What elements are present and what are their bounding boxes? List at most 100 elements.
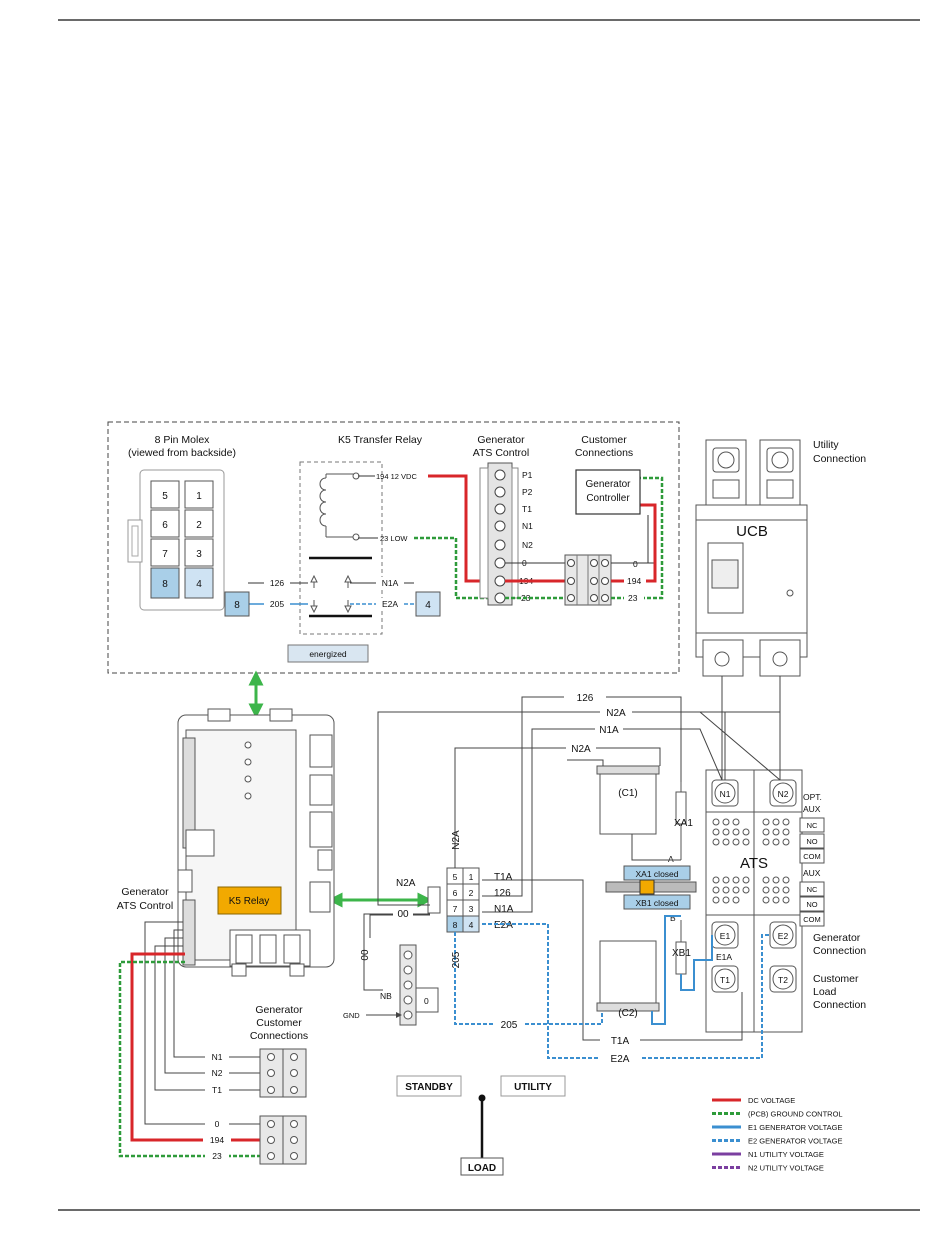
vdc-194-label: 194 12 VDC — [376, 472, 417, 481]
molex-pin-1: 1 — [196, 491, 202, 502]
term-t1: T1 — [522, 504, 532, 514]
xb1-label: XB1 — [672, 948, 691, 959]
aux-label-top: AUX — [803, 804, 821, 814]
interlock-center — [639, 879, 655, 895]
aux-no-top: NO — [806, 837, 817, 846]
pin8-box-label: 8 — [234, 600, 240, 611]
wire-205-label: 205 — [270, 599, 284, 609]
plug-pin-7: 7 — [453, 904, 458, 914]
legend-label: (PCB) GROUND CONTROL — [748, 1110, 843, 1119]
harness-n2a-top: N2A — [606, 708, 626, 719]
cust-conn-subtitle: Connections — [575, 447, 633, 459]
gen-ats-control-left-1: Generator — [121, 886, 169, 898]
cust-load-1: Customer — [813, 973, 859, 985]
plug-pin-5: 5 — [453, 872, 458, 882]
ats-label: ATS — [740, 855, 768, 872]
aux-label-bottom: AUX — [803, 868, 821, 878]
molex-subtitle: (viewed from backside) — [128, 447, 236, 459]
cust-wire-23: 23 — [628, 593, 638, 603]
relay-title: K5 Transfer Relay — [338, 434, 423, 446]
wire-n1a-label: N1A — [382, 578, 399, 588]
ats-t1-terminal: T1 — [720, 975, 730, 985]
utility-box — [500, 1075, 566, 1097]
legend-label: DC VOLTAGE — [748, 1096, 795, 1105]
molex-pin-4: 4 — [196, 579, 202, 590]
aux-nc-bottom: NC — [807, 885, 818, 894]
plug-pin-3: 3 — [469, 904, 474, 914]
utility-connection-label-1: Utility — [813, 439, 839, 451]
pin4-box — [415, 591, 441, 617]
ats-t2-terminal: T2 — [778, 975, 788, 985]
xa1-closed-box — [623, 865, 691, 881]
wire-126-label: 126 — [270, 578, 284, 588]
gc-term-n1: N1 — [212, 1052, 223, 1062]
gen-ats-subtitle: ATS Control — [473, 447, 529, 459]
harness-e2a-bottom: E2A — [611, 1054, 630, 1065]
cust-load-3: Connection — [813, 999, 866, 1011]
plug-pin-1: 1 — [469, 872, 474, 882]
harness-126: 126 — [577, 693, 594, 704]
c1-label: (C1) — [618, 788, 637, 799]
ats-terminal-dots — [712, 818, 790, 904]
term-n2: N2 — [522, 540, 533, 550]
cust-wire-194: 194 — [627, 576, 641, 586]
legend-label: N2 UTILITY VOLTAGE — [748, 1164, 824, 1173]
aux-no-bottom: NO — [806, 900, 817, 909]
xa1-closed-label: XA1 closed — [636, 869, 679, 879]
aux-nc-top: NC — [807, 821, 818, 830]
plug-pin-8: 8 — [453, 920, 458, 930]
molex-connector — [127, 469, 225, 611]
harness-t1a-bottom: T1A — [611, 1036, 630, 1047]
gen-cust-conn-3: Connections — [250, 1030, 308, 1042]
customer-terminal-block — [564, 554, 612, 606]
xb1-closed-label: XB1 closed — [636, 898, 679, 908]
legend-label: E2 GENERATOR VOLTAGE — [748, 1137, 842, 1146]
gc-term-0: 0 — [215, 1119, 220, 1129]
aux-com-top: COM — [803, 852, 821, 861]
load-label: LOAD — [468, 1163, 496, 1174]
harness-n2a-vertical: N2A — [451, 830, 462, 850]
gen-connection-2: Connection — [813, 945, 866, 957]
ucb-label: UCB — [736, 523, 768, 540]
gc-term-n2: N2 — [212, 1068, 223, 1078]
harness-205-bottom: 205 — [501, 1020, 518, 1031]
opt-label: OPT. — [803, 792, 822, 802]
molex-pin-8: 8 — [162, 579, 168, 590]
molex-pin-3: 3 — [196, 549, 202, 560]
term-p2: P2 — [522, 487, 533, 497]
relay-detail-frame — [107, 421, 680, 674]
e1a-label: E1A — [716, 952, 732, 962]
term-n1: N1 — [522, 521, 533, 531]
utility-connection-label-2: Connection — [813, 453, 866, 465]
harness-n2a-left: N2A — [396, 878, 416, 889]
c2-label: (C2) — [618, 1008, 637, 1019]
gc-term-23: 23 — [212, 1151, 222, 1161]
xa1-label: XA1 — [674, 818, 693, 829]
load-box — [460, 1157, 504, 1176]
gc-term-t1: T1 — [212, 1085, 222, 1095]
molex-pin-6: 6 — [162, 520, 168, 531]
k5-relay-block — [217, 886, 282, 915]
low-23-label: 23 LOW — [380, 534, 408, 543]
ats-switch — [705, 769, 825, 1033]
nb-0-label: 0 — [424, 996, 429, 1006]
term-p1: P1 — [522, 470, 533, 480]
harness-n1a: N1A — [599, 725, 619, 736]
molex-title: 8 Pin Molex — [155, 434, 211, 446]
cust-conn-title: Customer — [581, 434, 627, 446]
cust-load-2: Load — [813, 986, 837, 998]
gen-cust-conn-2: Customer — [256, 1017, 302, 1029]
cust-wire-0: 0 — [633, 559, 638, 569]
row-wire-t1a: T1A — [494, 872, 513, 883]
row-wire-n1a: N1A — [494, 904, 514, 915]
wire-e2a-label: E2A — [382, 599, 398, 609]
xb1-closed-box — [623, 894, 691, 910]
xb1-switch — [675, 920, 687, 975]
neutral-bar — [399, 944, 439, 1026]
standby-label: STANDBY — [405, 1082, 453, 1093]
molex-pin-7: 7 — [162, 549, 168, 560]
ucb-breaker — [695, 439, 808, 677]
legend-label: E1 GENERATOR VOLTAGE — [748, 1123, 842, 1132]
energized-label-box — [287, 644, 369, 663]
gc-term-194: 194 — [210, 1135, 224, 1145]
